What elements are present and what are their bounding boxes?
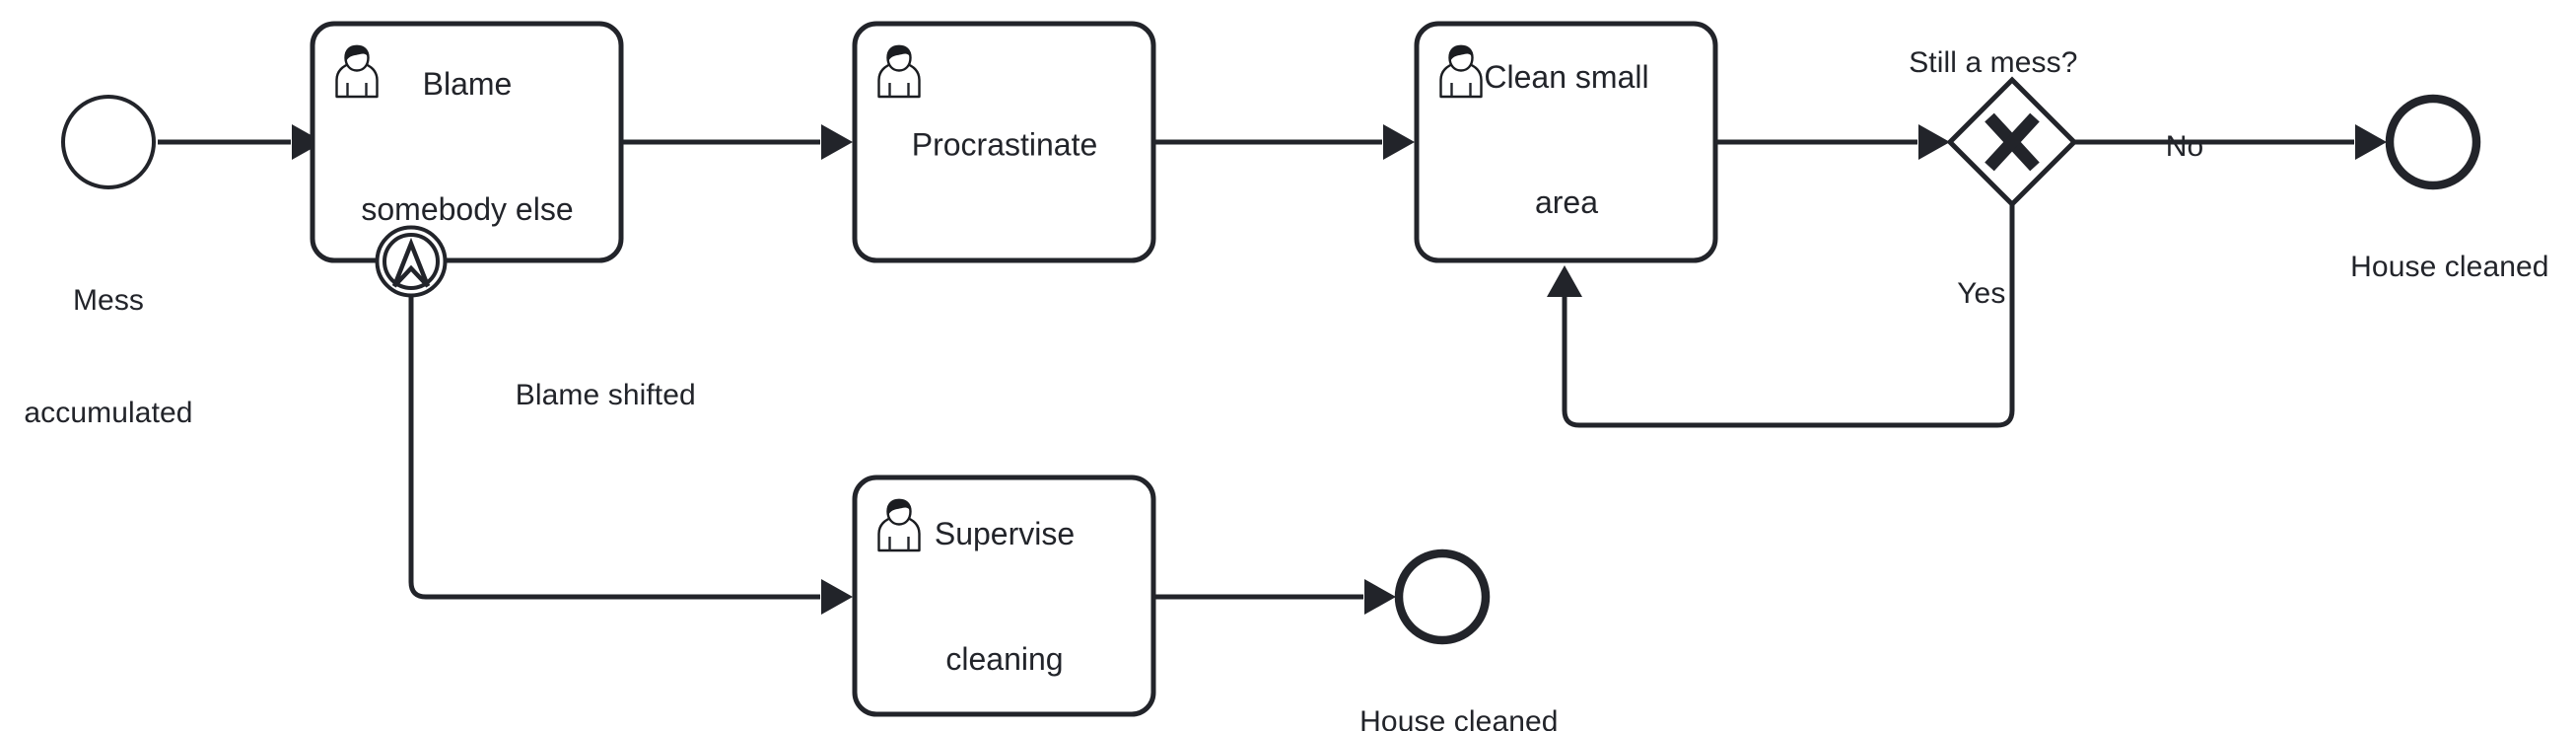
flow-escalation-to-supervise [408,296,853,615]
end-event-bottom[interactable] [1394,548,1491,645]
end-event-bottom-label: House cleaned [1235,666,1649,731]
task-blame-somebody-else[interactable] [310,21,624,263]
gateway-label: Still a mess? [1770,7,2184,119]
start-event-label: Mess accumulated [0,207,256,508]
start-event[interactable] [61,95,156,189]
start-event-label-line2: accumulated [24,397,193,430]
flow-gateway-no [2074,124,2387,160]
flow-blame-to-procrastinate [623,124,853,160]
boundary-escalation-event[interactable] [375,225,448,298]
flow-label-yes-text: Yes [1957,277,2006,311]
flow-label-blame-shifted-text: Blame shifted [515,379,696,412]
flow-label-no: No [2132,91,2203,203]
task-clean-small-area[interactable] [1414,21,1718,263]
flow-start-to-blame [158,124,323,160]
gateway-still-a-mess[interactable] [1946,76,2078,208]
flow-supervise-to-end [1155,579,1396,615]
flow-label-yes: Yes [1924,238,2005,350]
gateway-x-marker [1984,112,2040,172]
end-event-bottom-label-text: House cleaned [1359,705,1559,731]
flow-procrastinate-to-clean [1155,124,1415,160]
flow-clean-to-gateway [1717,124,1950,160]
flow-label-no-text: No [2165,130,2204,164]
end-event-top[interactable] [2385,94,2481,190]
flow-label-blame-shifted: Blame shifted [482,339,696,452]
task-procrastinate[interactable] [852,21,1156,263]
flow-gateway-yes [1547,205,2015,428]
end-event-top-label: House cleaned [2226,211,2576,324]
gateway-label-text: Still a mess? [1909,46,2078,80]
start-event-label-line1: Mess [72,284,145,318]
end-event-top-label-text: House cleaned [2350,251,2549,284]
task-supervise-cleaning[interactable] [852,475,1156,717]
